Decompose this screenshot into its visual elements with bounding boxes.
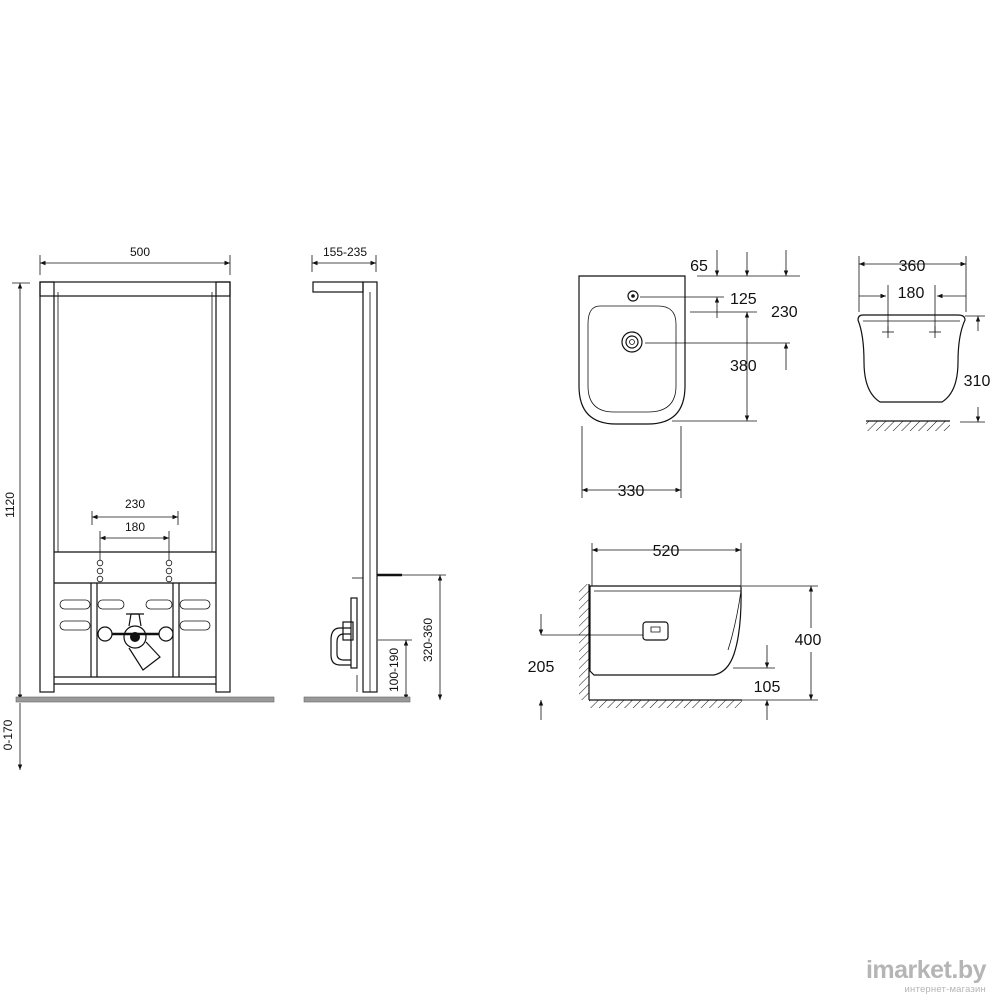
frame-width-label: 500 bbox=[130, 245, 150, 259]
front-height-label: 310 bbox=[964, 373, 991, 390]
side-length-label: 520 bbox=[653, 543, 680, 560]
pipe-height-label: 320-360 bbox=[421, 618, 435, 662]
frame-height-label: 1120 bbox=[3, 492, 17, 518]
drain-height-label: 100-190 bbox=[387, 648, 401, 692]
top-d330-label: 330 bbox=[618, 483, 645, 500]
frame-side-view: 155-235 320-360 100-190 bbox=[303, 245, 446, 703]
front-holes-label: 180 bbox=[898, 285, 925, 302]
front-width-label: 360 bbox=[899, 258, 926, 275]
frame-bottom-inner-label: 180 bbox=[125, 520, 145, 534]
watermark-brand: imarket.by bbox=[865, 955, 987, 984]
frame-front-view: 500 1120 0-170 bbox=[1, 245, 275, 770]
side-gap-label: 105 bbox=[754, 679, 781, 696]
bidet-front-view: 360 180 310 bbox=[857, 256, 991, 431]
floor-adjust-label: 0-170 bbox=[1, 719, 15, 750]
side-height-label: 400 bbox=[795, 632, 822, 649]
bidet-side-view: 520 400 205 105 bbox=[528, 543, 822, 720]
top-d125-label: 125 bbox=[730, 291, 757, 308]
watermark: imarket.by интернет-магазин bbox=[865, 955, 987, 995]
top-d380-label: 380 bbox=[730, 358, 757, 375]
watermark-tagline: интернет-магазин bbox=[904, 983, 986, 995]
frame-depth-label: 155-235 bbox=[323, 245, 367, 259]
top-d230-label: 230 bbox=[771, 304, 798, 321]
bidet-top-view: 65 230 125 380 330 bbox=[578, 250, 800, 500]
side-outlet-label: 205 bbox=[528, 659, 555, 676]
top-d65-label: 65 bbox=[690, 258, 708, 275]
frame-top-inner-label: 230 bbox=[125, 497, 145, 511]
